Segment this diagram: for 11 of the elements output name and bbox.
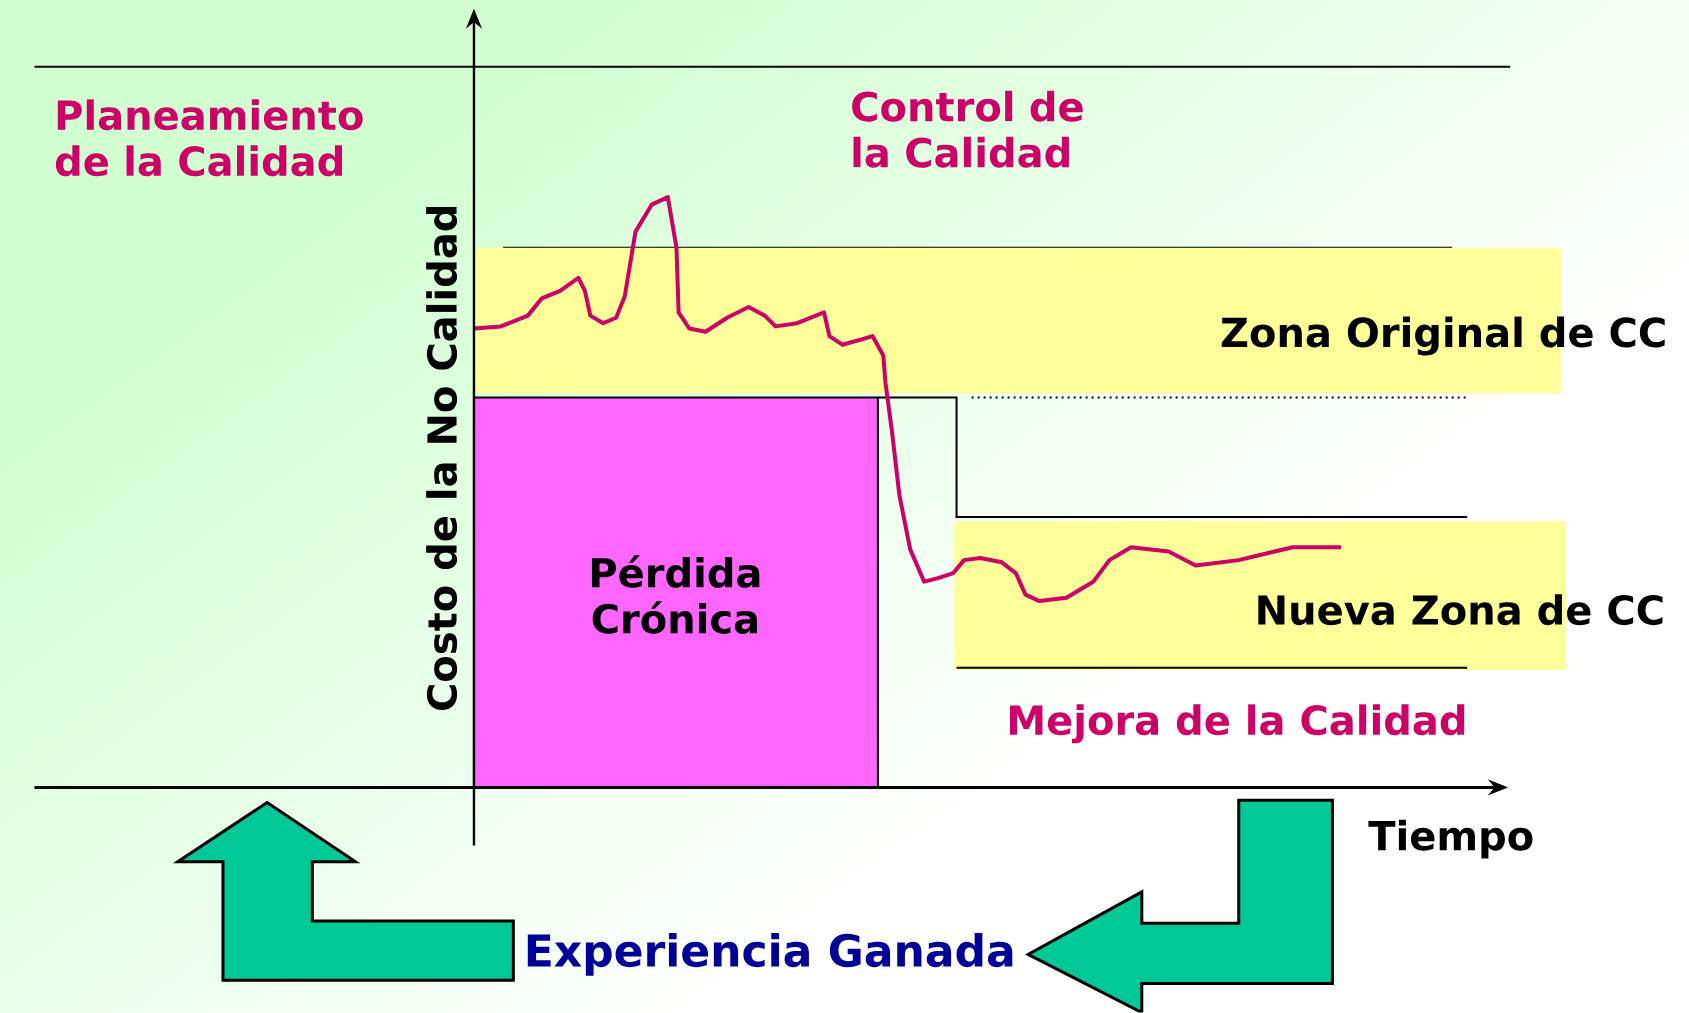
caption-text: Experiencia Ganada [527, 933, 1013, 976]
phase-title: Mejora de la Calidad [1010, 704, 1465, 744]
block-arrow [172, 800, 515, 982]
loss-box: Pérdida Crónica [472, 396, 879, 789]
block-arrow [1024, 799, 1334, 1013]
phase-title: Planeamiento de la Calidad [55, 99, 363, 177]
phase-title: Control de la Calidad [852, 90, 1083, 168]
zone-band: Nueva Zona de CC [954, 521, 1663, 671]
axis-label: Tiempo [1368, 820, 1533, 859]
zone-band: Zona Original de CC [473, 248, 1665, 394]
axis-label: Costo de la No Calidad [426, 207, 458, 711]
